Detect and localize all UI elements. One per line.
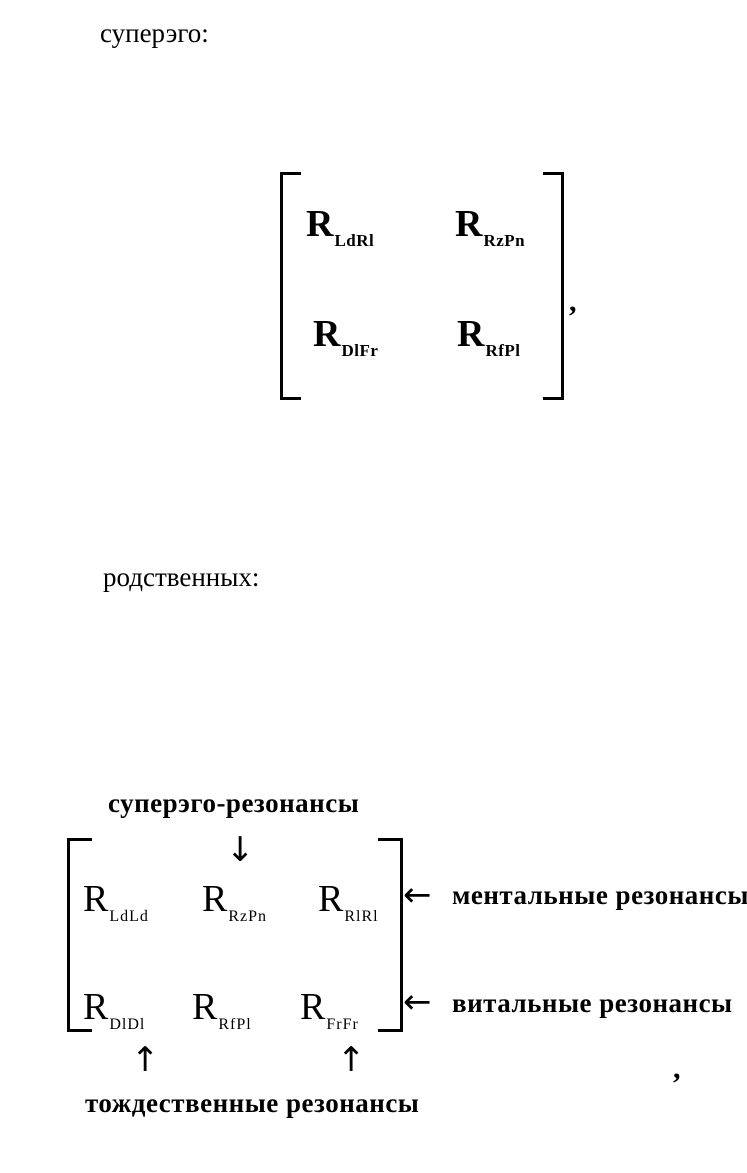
matrix1-cell-r2c1: RDlFr [313,313,379,360]
left-arrow-icon: ← [403,875,432,915]
down-arrow-icon: ↓ [226,830,255,870]
matrix1-cell-r1c2: RRzPn [455,203,526,250]
matrix2-cell-r2c2: RRfPl [192,986,252,1033]
matrix2-comma: , [673,1052,681,1085]
up-arrow-icon: ↑ [337,1040,366,1080]
kindred-label: родственных: [103,562,260,592]
matrix2-cell-r1c3: RRlRl [318,878,379,925]
up-arrow-icon: ↑ [131,1040,160,1080]
matrix2-cell-r1c2: RRzPn [202,878,268,925]
superego-resonances-caption: суперэго-резонансы [108,788,360,818]
identical-resonances-caption: тождественные резонансы [85,1088,420,1118]
matrix1-cell-r1c1: RLdRl [306,203,375,250]
vital-resonances-caption: витальные резонансы [452,988,733,1018]
matrix2-cell-r2c1: RDlDl [83,986,146,1033]
mental-resonances-caption: ментальные резонансы [452,880,747,910]
matrix2-cell-r2c3: RFrFr [300,986,359,1033]
superego-label: суперэго: [100,18,209,48]
matrix2-right-bracket [378,838,403,1032]
left-arrow-icon: ← [403,982,432,1022]
matrix1-right-bracket [543,172,564,400]
matrix1-comma: , [569,285,577,318]
matrix2-cell-r1c1: RLdLd [83,878,149,925]
matrix2-left-bracket [67,838,92,1032]
matrix1-cell-r2c2: RRfPl [457,313,521,360]
matrix1-left-bracket [280,172,301,400]
